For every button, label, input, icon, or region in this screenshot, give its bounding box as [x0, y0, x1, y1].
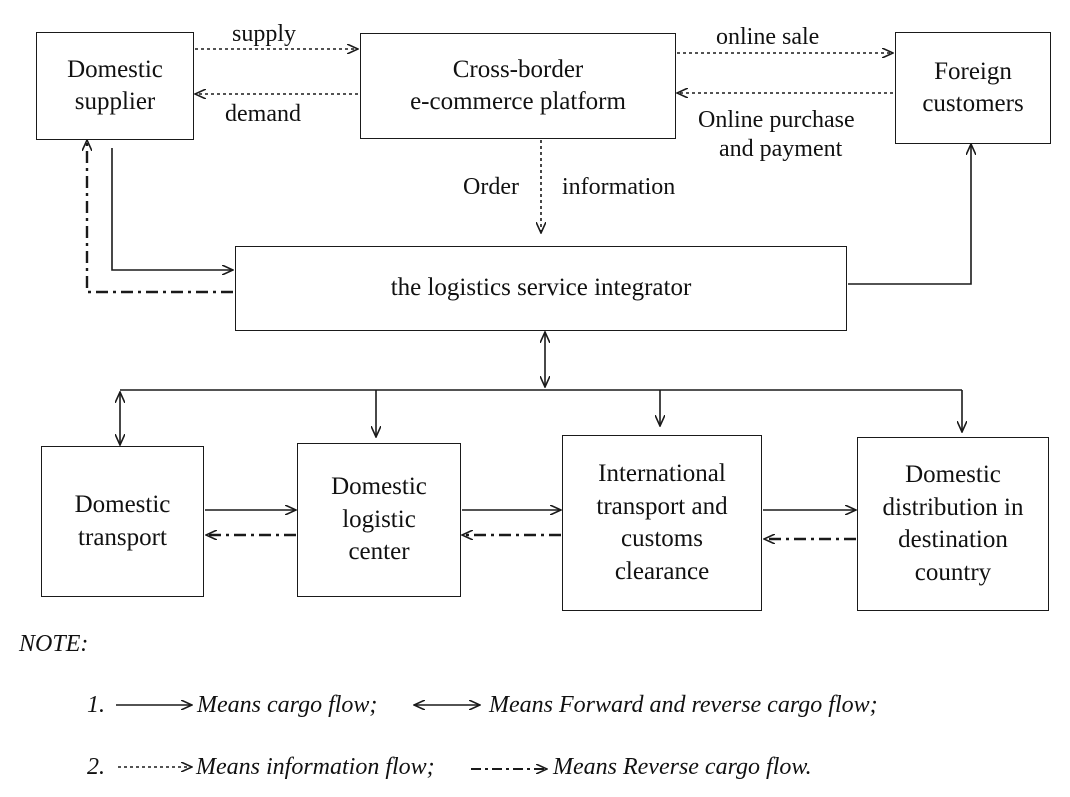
legend-forward-reverse-text: Means Forward and reverse cargo flow;	[489, 692, 878, 718]
domestic-logistic-center-box: Domestic logistic center	[297, 443, 461, 597]
information-label: information	[562, 174, 676, 200]
international-transport-box: International transport and customs clearan…	[562, 435, 762, 611]
logistics-integrator-box: the logistics service integrator	[235, 246, 847, 331]
supply-label: supply	[232, 21, 297, 47]
note-title: NOTE:	[19, 631, 89, 657]
order-label: Order	[463, 174, 519, 200]
foreign-customers-line-1: Foreign	[934, 57, 1012, 85]
supplier-to-integrator-arrow	[111, 148, 233, 270]
note-number-2: 2.	[87, 754, 105, 780]
note-number-1: 1.	[87, 692, 105, 718]
ecommerce-platform-box: Cross-border e-commerce platform	[360, 33, 676, 139]
international-line-1: International	[598, 460, 726, 487]
demand-label: demand	[225, 101, 301, 127]
international-line-4: clearance	[614, 557, 710, 585]
and-payment-label: and payment	[719, 136, 843, 162]
destination-distribution-box: Domestic distribution in destination countr…	[857, 437, 1049, 611]
domestic-supplier-line-2: supplier	[74, 88, 156, 115]
domestic-supplier-box: Domestic supplier	[36, 32, 194, 140]
international-line-3: customs	[621, 525, 703, 552]
distribution-line-1: Domestic	[905, 461, 1001, 488]
integrator-label: the logistics service integrator	[390, 274, 692, 302]
domestic-transport-line-2: transport	[78, 523, 167, 551]
domestic-transport-box: Domestic transport	[41, 446, 204, 597]
international-line-2: transport and	[596, 492, 728, 520]
domestic-transport-line-1: Domestic	[74, 491, 171, 518]
online-sale-label: online sale	[716, 24, 820, 50]
platform-line-1: Cross-border	[452, 55, 584, 83]
logistic-center-line-2: logistic	[342, 505, 416, 533]
domestic-supplier-line-1: Domestic	[67, 55, 163, 83]
online-purchase-label: Online purchase	[698, 107, 855, 133]
distribution-line-3: destination	[898, 526, 1008, 553]
foreign-customers-line-2: customers	[922, 90, 1024, 117]
platform-line-2: e-commerce platform	[410, 88, 626, 115]
legend-information-text: Means information flow;	[196, 754, 435, 780]
logistic-center-line-3: center	[348, 538, 410, 566]
foreign-customers-box: Foreign customers	[895, 32, 1051, 144]
legend-reverse-text: Means Reverse cargo flow.	[553, 754, 812, 780]
legend-cargo-text: Means cargo flow;	[197, 692, 378, 718]
integrator-to-customers-arrow	[848, 144, 971, 285]
distribution-line-2: distribution in	[882, 493, 1024, 521]
logistic-center-line-1: Domestic	[331, 473, 427, 501]
distribution-line-4: country	[914, 558, 992, 586]
